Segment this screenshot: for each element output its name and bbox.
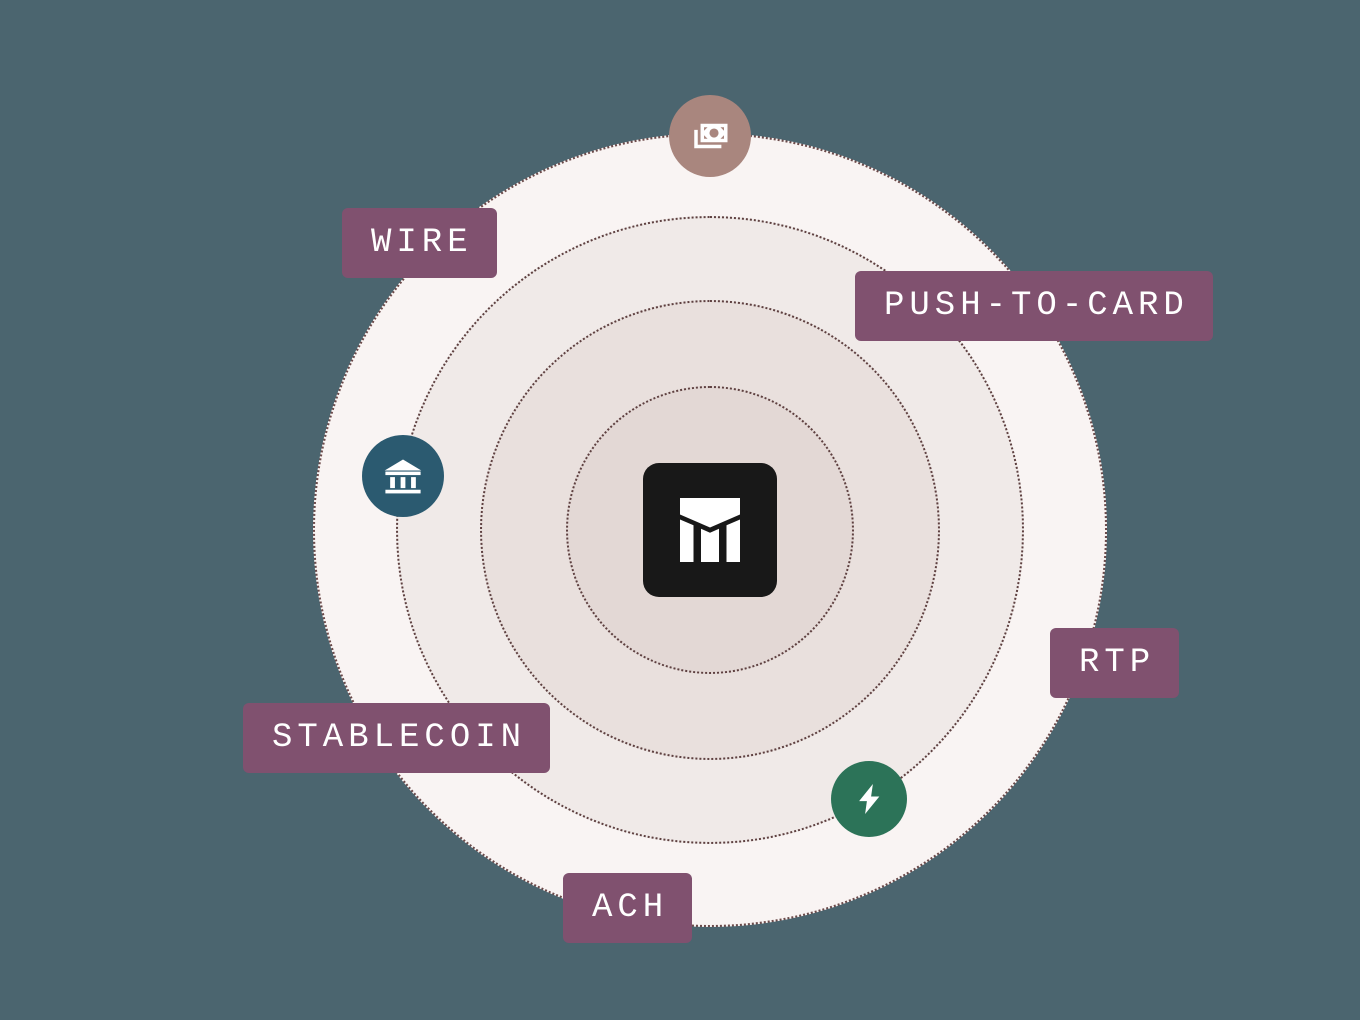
center-logo-tile xyxy=(643,463,777,597)
bank-building-icon xyxy=(381,454,425,498)
node-bank[interactable] xyxy=(362,435,444,517)
node-instant-payment[interactable] xyxy=(831,761,907,837)
rail-badge-wire[interactable]: WIRE xyxy=(342,208,497,278)
rail-badge-rtp[interactable]: RTP xyxy=(1050,628,1180,698)
rail-badge-ach[interactable]: ACH xyxy=(563,873,693,943)
node-cash[interactable] xyxy=(669,95,751,177)
rail-badge-stablecoin[interactable]: STABLECOIN xyxy=(243,703,551,773)
company-logo-mark-icon xyxy=(668,488,752,572)
rail-badge-push-to-card[interactable]: PUSH-TO-CARD xyxy=(855,271,1213,341)
rail-badge-push-to-card-label: PUSH-TO-CARD xyxy=(884,287,1189,325)
rail-badge-wire-label: WIRE xyxy=(371,224,473,262)
rail-badge-rtp-label: RTP xyxy=(1079,644,1156,682)
cash-banknotes-icon xyxy=(689,115,731,157)
rail-badge-stablecoin-label: STABLECOIN xyxy=(272,719,527,757)
rail-badge-ach-label: ACH xyxy=(592,889,669,927)
lightning-bolt-icon xyxy=(851,781,887,817)
